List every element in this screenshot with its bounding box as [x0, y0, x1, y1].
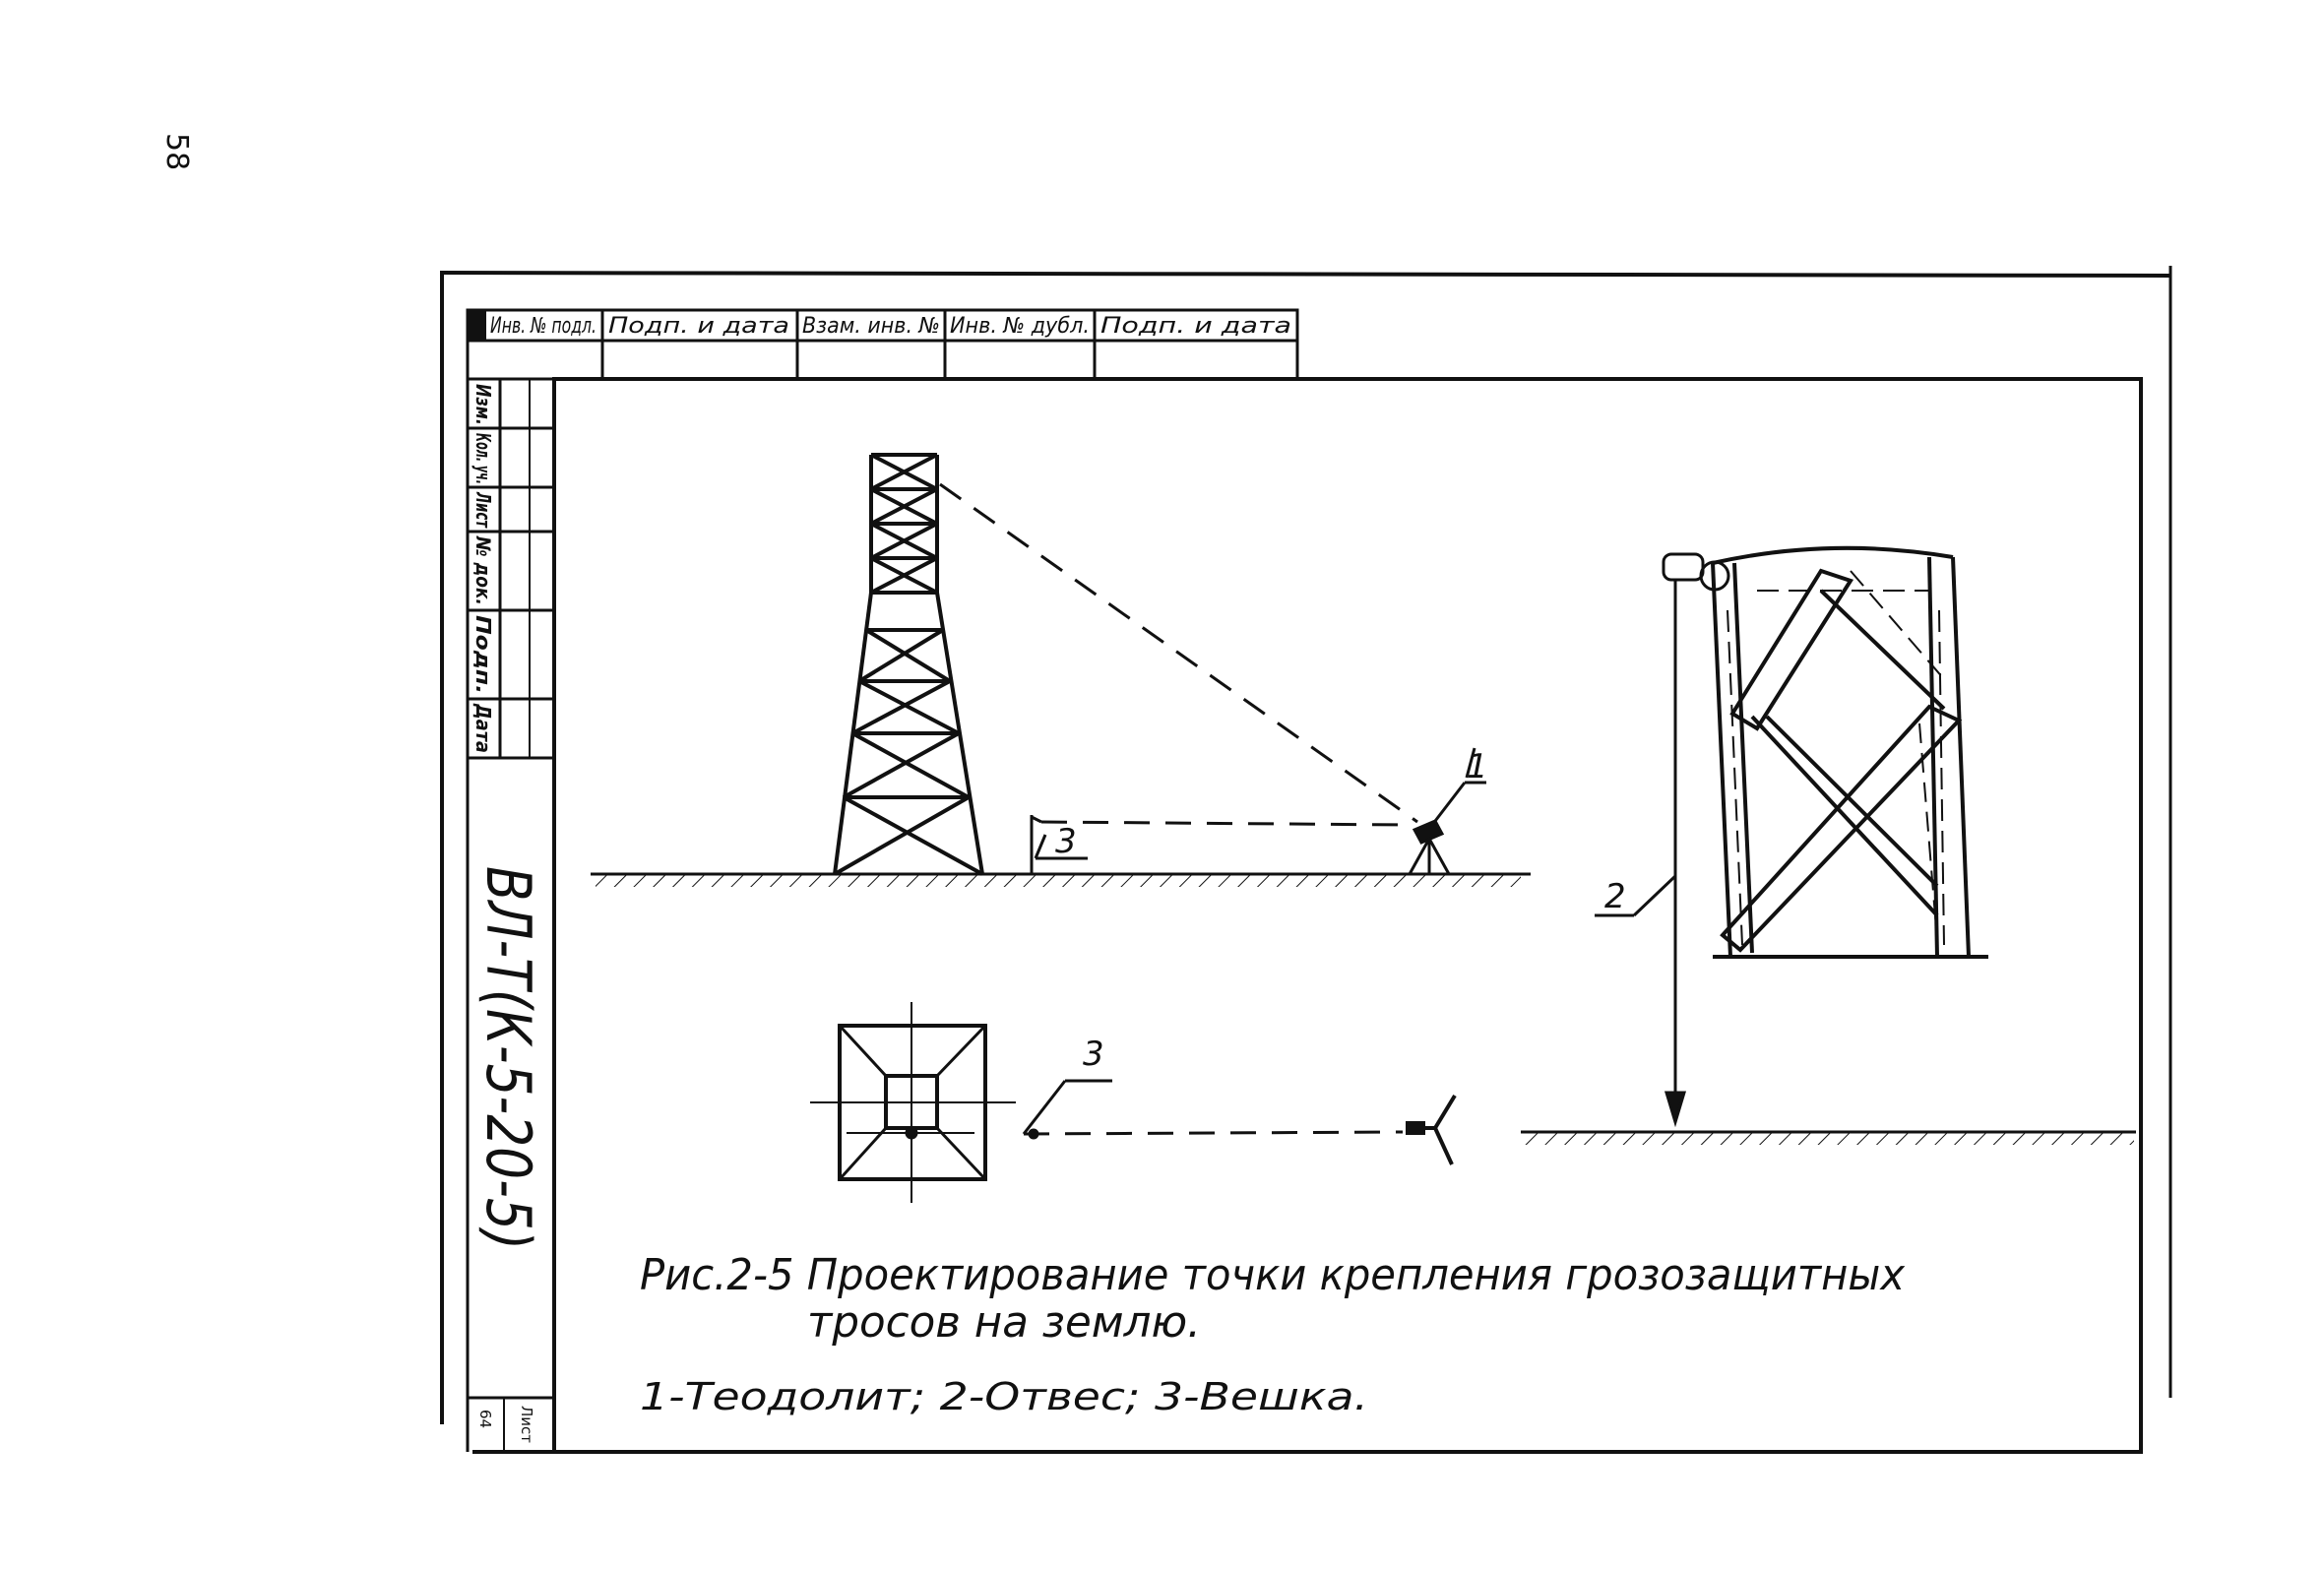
document-code: ВЛ-Т(К-5-20-5): [472, 866, 544, 1250]
sight-lines: [939, 482, 1418, 827]
sight-line-plan: [1022, 1079, 1404, 1140]
sheet-label: Лист: [518, 1406, 535, 1443]
rod-top: [1030, 815, 1088, 874]
figure-legend: 1-Теодолит; 2-Отвес; 3-Вешка.: [640, 1375, 1368, 1418]
theodolite: [1408, 747, 1486, 875]
side-row-4: № док.: [471, 535, 495, 605]
callout-rod-top: 3: [1055, 822, 1077, 861]
lattice-tower: [833, 453, 984, 876]
figure-caption-line2: тросов на землю.: [807, 1297, 1201, 1348]
stamp-column-3: Взам. инв. №: [802, 314, 940, 339]
callout-rod-plan: 3: [1083, 1035, 1104, 1074]
side-row-3: Лист: [471, 491, 495, 529]
side-row-2: Кол. уч.: [471, 433, 495, 484]
stamp-column-5: Подп. и дата: [1100, 314, 1291, 339]
callout-plumb: 2: [1604, 877, 1626, 916]
stamp-column-1: Инв. № подл.: [490, 314, 597, 339]
callout-theodolite: 1: [1467, 747, 1488, 786]
theodolite-plan: [1406, 1094, 1457, 1165]
plumb-line: [1595, 552, 1730, 1128]
ground-line-right: [1521, 1130, 2136, 1145]
figure-caption-line1: Рис.2-5 Проектирование точки крепления г…: [640, 1250, 1906, 1300]
ground-line-left: [591, 872, 1531, 887]
side-row-1: Изм.: [471, 384, 495, 425]
drawing-frame: [552, 377, 2143, 1454]
page-number: 58: [159, 133, 194, 170]
side-row-5: Подп.: [471, 615, 495, 694]
tower-plan-view: [810, 1002, 1016, 1203]
stamp-column-2: Подп. и дата: [608, 314, 789, 339]
tower-body-right: [1711, 545, 1988, 959]
stamp-column-4: Инв. № дубл.: [950, 314, 1090, 339]
side-row-6: Дата: [471, 703, 495, 753]
sheet-number: 64: [476, 1410, 494, 1428]
